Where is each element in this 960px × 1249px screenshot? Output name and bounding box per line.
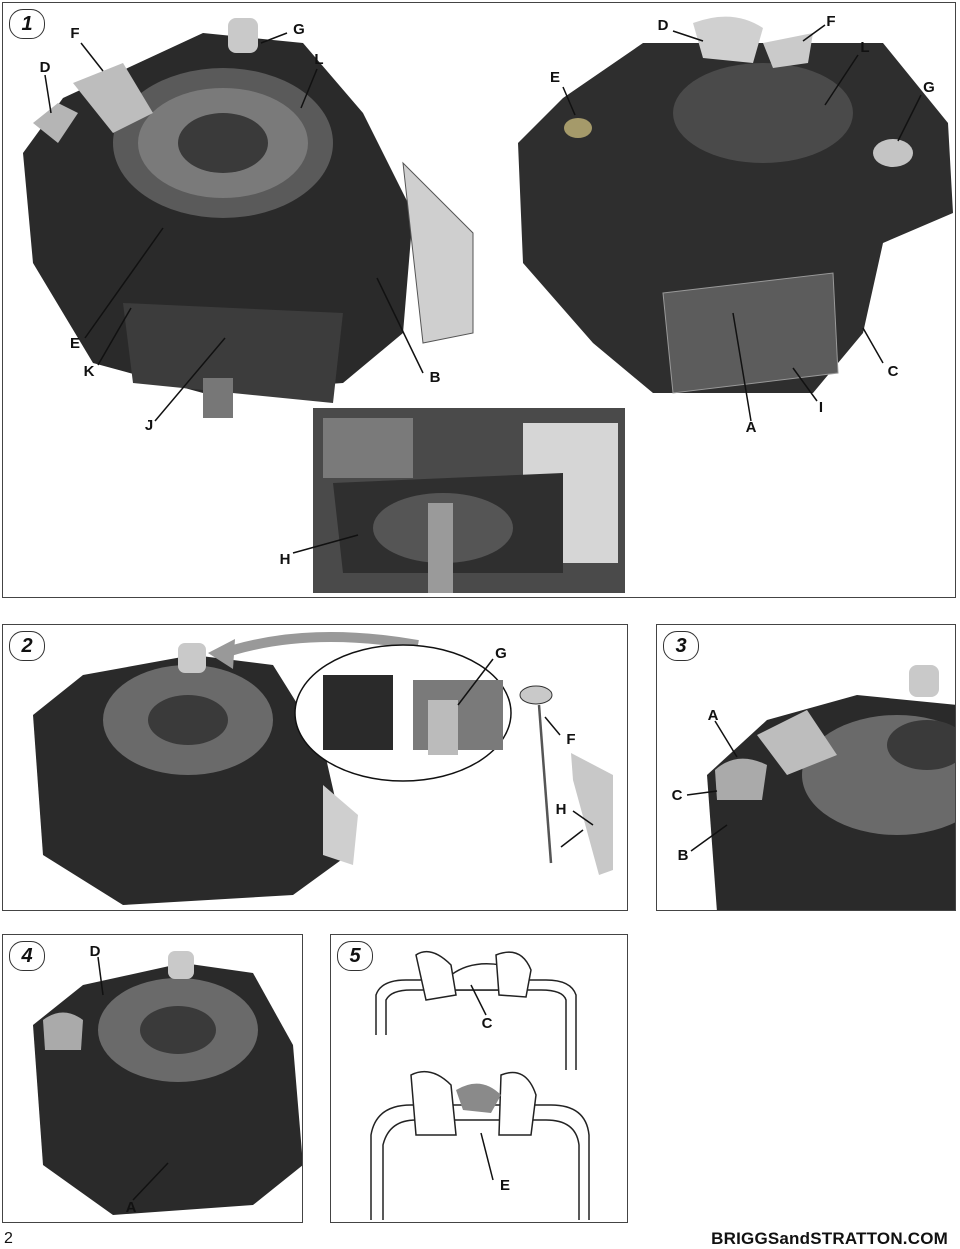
- engine-oil-fill-closeup: [707, 665, 955, 910]
- callout-d: D: [89, 943, 101, 960]
- figure-3-panel: 3 A C B: [656, 624, 956, 911]
- callout-g-right: G: [923, 79, 935, 96]
- handle-bottom-view: [370, 1070, 590, 1220]
- callout-e-left: E: [69, 335, 80, 352]
- callout-c: C: [481, 1015, 493, 1032]
- brand-website[interactable]: BRIGGSandSTRATTON.COM: [711, 1229, 948, 1248]
- figure-1-panel: 1: [2, 2, 956, 598]
- callout-g: G: [495, 645, 507, 662]
- callout-e-right: E: [549, 69, 560, 86]
- dipstick: [519, 685, 613, 875]
- engine-primer-view: [33, 951, 302, 1215]
- figure-5-illustration: [370, 950, 590, 1220]
- removal-arrow: [216, 632, 419, 660]
- callout-h: H: [279, 551, 291, 568]
- dipstick-detail-inset: [294, 644, 512, 782]
- squeeze-arrow: [456, 1083, 501, 1113]
- callout-a-right: A: [745, 419, 757, 436]
- callout-f-left: F: [70, 25, 80, 42]
- page-number: 2: [4, 1230, 13, 1247]
- callout-f: F: [566, 731, 576, 748]
- handle-top-view: [375, 950, 577, 1070]
- callout-f-right: F: [826, 13, 836, 30]
- figure-number: 1: [9, 9, 45, 39]
- figure-5-panel: 5 C E: [330, 934, 628, 1223]
- callout-e: E: [499, 1177, 510, 1194]
- callout-d-left: D: [39, 59, 51, 76]
- callout-g-left: G: [293, 21, 305, 38]
- callout-j: J: [144, 417, 154, 434]
- callout-l-right: L: [860, 39, 870, 56]
- figure-number: 2: [9, 631, 45, 661]
- callout-h: H: [555, 801, 567, 818]
- callout-a: A: [125, 1199, 137, 1216]
- callout-i: I: [818, 399, 824, 416]
- engine-underside-detail: [313, 408, 625, 593]
- callout-a: A: [707, 707, 719, 724]
- callout-d-right: D: [657, 17, 669, 34]
- figure-number: 5: [337, 941, 373, 971]
- engine-dipstick-removal: [33, 643, 358, 905]
- callout-c-right: C: [887, 363, 899, 380]
- callout-b-left: B: [429, 369, 441, 386]
- engine-front-view: [23, 18, 474, 418]
- leader-lines: [44, 24, 922, 554]
- callout-k: K: [83, 363, 95, 380]
- callout-l-left: L: [314, 51, 324, 68]
- figure-2-panel: 2 G F H: [2, 624, 628, 911]
- figure-1-illustration: [23, 16, 953, 593]
- figure-3-illustration: [686, 665, 955, 910]
- figure-number: 4: [9, 941, 45, 971]
- callout-b: B: [677, 847, 689, 864]
- figure-number: 3: [663, 631, 699, 661]
- figure-2-illustration: [33, 632, 613, 905]
- engine-rear-view: [518, 16, 953, 394]
- figure-4-illustration: [33, 951, 302, 1215]
- callout-c: C: [671, 787, 683, 804]
- figure-4-panel: 4 D A: [2, 934, 303, 1223]
